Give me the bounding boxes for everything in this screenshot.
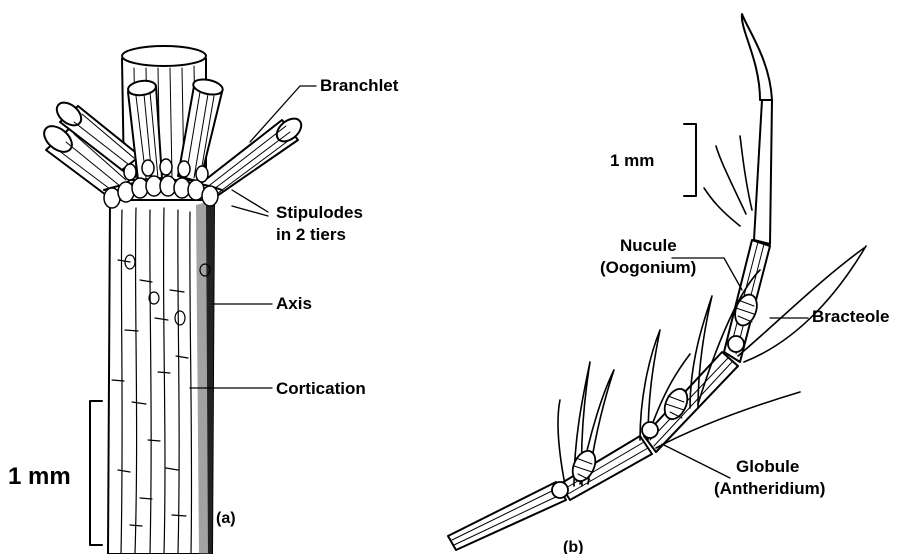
- label-globule-line1: Globule: [736, 457, 799, 476]
- scale-label-b: 1 mm: [610, 151, 654, 170]
- label-nucule-line2: (Oogonium): [600, 258, 696, 277]
- label-cortication: Cortication: [276, 379, 366, 398]
- scale-label-a: 1 mm: [8, 463, 71, 490]
- label-nucule-line1: Nucule: [620, 236, 677, 255]
- scale-bar-a: [90, 401, 102, 545]
- panel-a-tag: (a): [216, 510, 236, 527]
- scale-bar-b: [684, 124, 696, 196]
- label-stipulodes-line2: in 2 tiers: [276, 225, 346, 244]
- label-branchlet: Branchlet: [320, 76, 399, 95]
- label-stipulodes-line1: Stipulodes: [276, 203, 363, 222]
- panel-a-drawing: [39, 46, 305, 554]
- label-globule-line2: (Antheridium): [714, 479, 825, 498]
- plant-axis-b: [448, 14, 772, 550]
- panel-b-tag: (b): [563, 539, 583, 554]
- label-bracteole: Bracteole: [812, 307, 889, 326]
- panel-b-drawing: [448, 14, 866, 550]
- axis-stem: [108, 200, 214, 554]
- label-axis: Axis: [276, 294, 312, 313]
